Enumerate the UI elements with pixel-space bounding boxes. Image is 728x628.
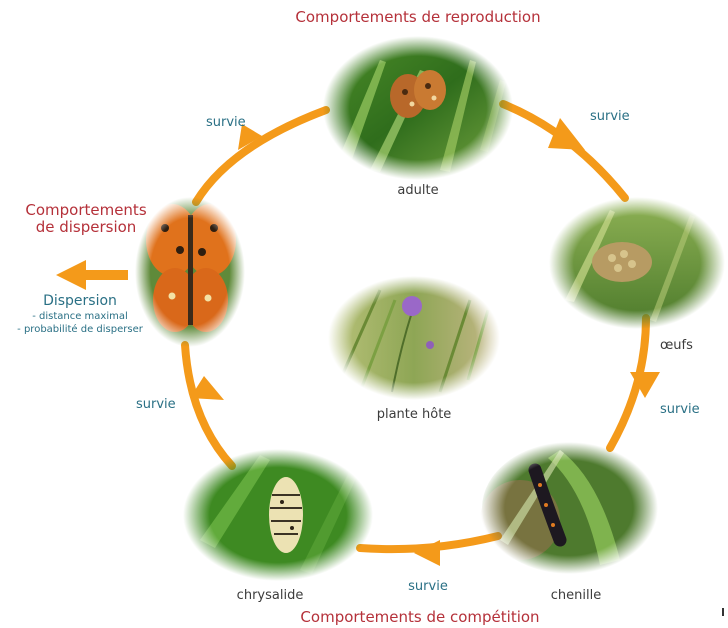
- dispersal-item-2: - probabilité de disperser: [17, 325, 143, 335]
- dispersal-butterfly-photo: [135, 197, 245, 347]
- dispersal-behavior-label-line-2: de dispersion: [36, 220, 137, 235]
- eggs-label: œufs: [660, 339, 693, 352]
- transition-label-dispersal-to-adult: survie: [206, 116, 246, 129]
- caterpillar-photo: [480, 442, 658, 574]
- adult-photo: [323, 36, 513, 180]
- reproduction-behavior-label: Comportements de reproduction: [295, 10, 540, 25]
- transition-label-caterpillar-to-chrysalis: survie: [408, 580, 448, 593]
- transition-label-eggs-to-caterpillar: survie: [660, 403, 700, 416]
- competition-behavior-label: Comportements de compétition: [300, 610, 539, 625]
- arrow-chrysalis-to-dispersal: [185, 345, 232, 466]
- transition-label-adult-to-eggs: survie: [590, 110, 630, 123]
- transition-label-chrysalis-to-adult: survie: [136, 398, 176, 411]
- dispersal-title: Dispersion: [43, 294, 117, 308]
- eggs-photo: [549, 197, 725, 329]
- chrysalis-label: chrysalide: [237, 589, 304, 602]
- adult-label: adulte: [397, 184, 438, 197]
- host-plant-label: plante hôte: [377, 408, 452, 421]
- edge-mark: [722, 608, 724, 616]
- caterpillar-label: chenille: [551, 589, 601, 602]
- dispersal-arrow: [56, 260, 128, 290]
- dispersal-item-1: - distance maximal: [32, 312, 128, 322]
- host-plant-photo: [328, 276, 500, 400]
- chrysalis-photo: [183, 449, 373, 581]
- dispersal-behavior-label-line-1: Comportements: [25, 203, 146, 218]
